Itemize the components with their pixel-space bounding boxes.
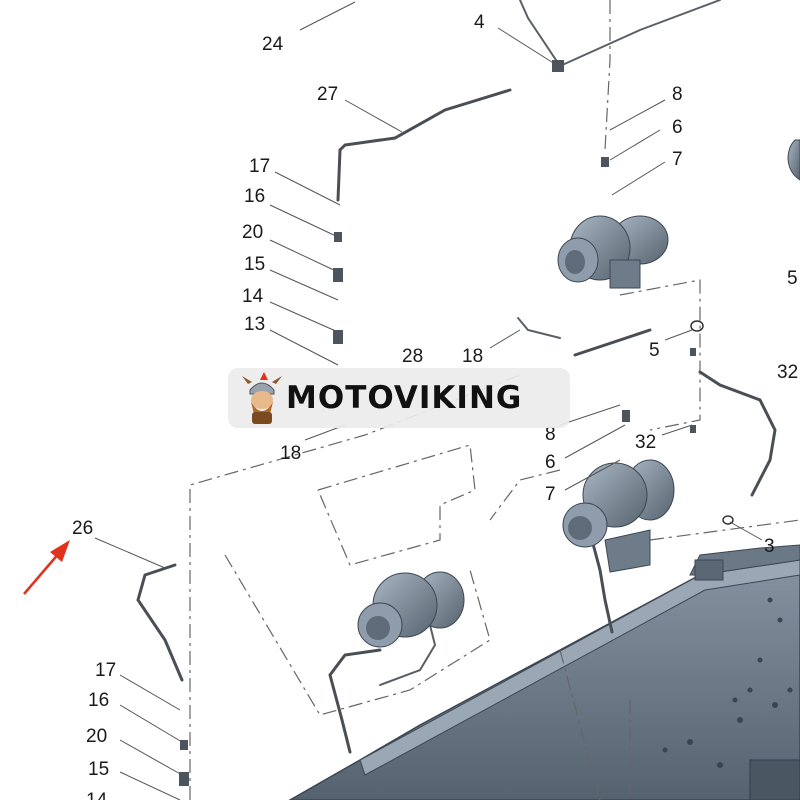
callout-6-lower: 6 <box>545 452 556 473</box>
turbocharger-lower <box>357 571 465 648</box>
callout-15-lower: 15 <box>88 759 109 780</box>
callout-16-lower: 16 <box>88 690 109 711</box>
engine-block <box>288 544 800 800</box>
callout-7: 7 <box>672 149 683 170</box>
red-arrow-icon <box>23 540 70 595</box>
callout-4: 4 <box>474 12 485 33</box>
brand-banner: MOTOVIKING <box>228 368 570 428</box>
callout-18-lower: 18 <box>280 443 301 464</box>
callout-18: 18 <box>462 346 483 367</box>
callout-14: 14 <box>242 286 264 307</box>
callout-32: 32 <box>635 432 656 453</box>
callout-24: 24 <box>262 34 284 55</box>
callout-32-edge: 32 <box>777 362 798 383</box>
callout-8: 8 <box>672 84 683 105</box>
callout-15: 15 <box>244 254 265 275</box>
callout-26: 26 <box>72 518 93 539</box>
callout-3: 3 <box>764 536 775 557</box>
callout-16: 16 <box>244 186 265 207</box>
callout-8-lower: 8 <box>545 424 556 445</box>
brand-name: MOTOVIKING <box>286 380 523 416</box>
viking-logo-icon <box>242 372 282 424</box>
callout-labels: 24 4 27 8 6 7 17 16 20 15 14 13 5 28 18 … <box>72 12 798 800</box>
callout-20-lower: 20 <box>86 726 107 747</box>
callout-20: 20 <box>242 222 263 243</box>
callout-13: 13 <box>244 314 265 335</box>
callout-6: 6 <box>672 117 683 138</box>
callout-7-lower: 7 <box>545 484 556 505</box>
callout-14-lower: 14 <box>86 790 108 800</box>
callout-17-lower: 17 <box>95 660 116 681</box>
callout-27: 27 <box>317 84 338 105</box>
callout-17: 17 <box>249 156 270 177</box>
callout-5: 5 <box>649 340 660 361</box>
turbocharger-middle <box>562 459 675 573</box>
callout-5-edge: 5 <box>787 268 798 289</box>
turbocharger-upper <box>557 215 669 289</box>
oil-lines <box>136 0 777 754</box>
callout-28: 28 <box>402 346 423 367</box>
